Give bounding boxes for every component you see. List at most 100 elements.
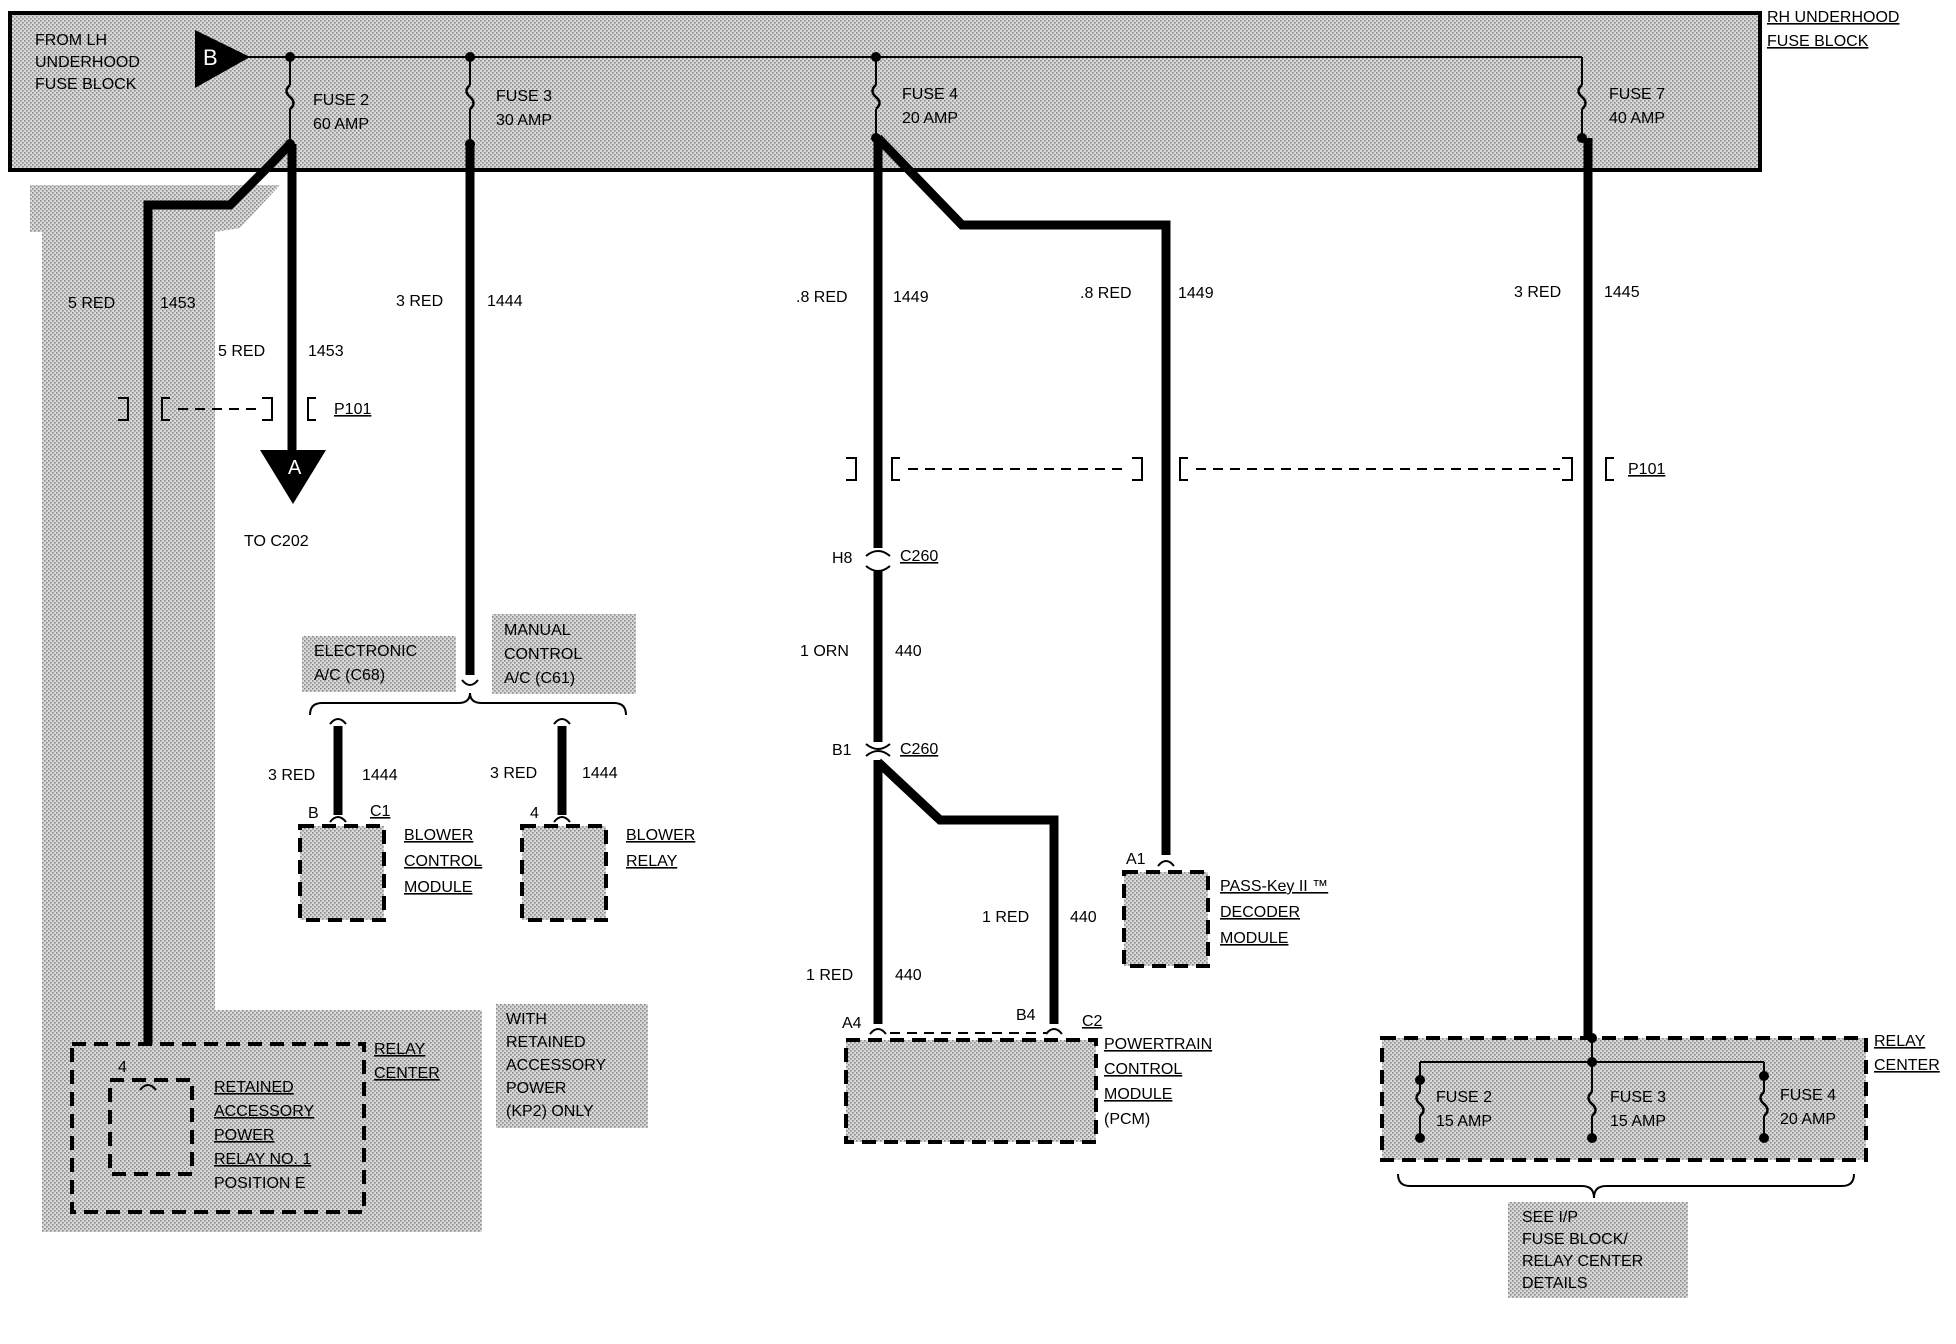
relay-center-right-line2: CENTER [1874,1057,1940,1074]
blower-split-brace [309,692,627,716]
fuse-3-symbol [465,84,475,110]
fuse-2-name: FUSE 2 [313,92,369,109]
blower-relay-line1: BLOWER [626,827,695,844]
blower-control-module-box [298,824,386,922]
pcm-line3: MODULE [1104,1086,1172,1103]
rc-fuse-3-name: FUSE 3 [1610,1089,1666,1106]
pin-4-rap-label: 4 [118,1059,127,1076]
h8-label: H8 [832,550,853,567]
rc-fuse-4-symbol [1759,1091,1769,1117]
pin-4-relay-label: 4 [530,805,539,822]
from-block-line2: UNDERHOOD [35,54,140,71]
pcm-line4: (PCM) [1104,1111,1150,1128]
fuse-7-rating: 40 AMP [1609,110,1665,127]
option-with-rap: WITH RETAINED ACCESSORY POWER (KP2) ONLY [496,1004,648,1128]
wire-1445-circuit: 1445 [1604,284,1640,301]
rc-fuse-2-symbol [1415,1091,1425,1117]
rc-fuse-3-rating: 15 AMP [1610,1113,1666,1130]
rh-block-title-line2: FUSE BLOCK [1767,33,1869,50]
rap-relay-box [108,1078,194,1176]
wire-1444-relay-gauge: 3 RED [490,765,537,782]
fuse-4-symbol [871,84,881,110]
manual-line1: MANUAL [504,622,571,639]
a1-label: A1 [1126,851,1146,868]
b4-label: B4 [1016,1007,1036,1024]
see-details-line4: DETAILS [1522,1275,1588,1292]
wire-1444-relay-circuit: 1444 [582,765,618,782]
wire-1453-c202-circuit: 1453 [308,343,344,360]
see-details-brace [1397,1173,1855,1199]
pcm-line2: CONTROL [1104,1061,1182,1078]
fuse-block-bus: B FROM LH UNDERHOOD FUSE BLOCK RH UNDERH… [35,9,1899,149]
fuse-7-name: FUSE 7 [1609,86,1665,103]
p101-left-label: P101 [334,401,371,418]
manual-line3: A/C (C61) [504,670,575,687]
fuse-3-name: FUSE 3 [496,88,552,105]
with-rap-line5: (KP2) ONLY [506,1103,594,1120]
wire-1444-gauge: 3 RED [396,293,443,310]
a4-label: A4 [842,1015,862,1032]
rc-fuse-4-name: FUSE 4 [1780,1087,1836,1104]
rc-fuse-2-name: FUSE 2 [1436,1089,1492,1106]
electronic-line2: A/C (C68) [314,667,385,684]
pcm-component: A4 B4 C2 POWERTRAIN CONTROL MODULE (PCM) [842,1007,1212,1144]
wire-1453-c202-gauge: 5 RED [218,343,265,360]
wire-1449-passkey: .8 RED 1449 [874,134,1214,855]
with-rap-line1: WITH [506,1011,547,1028]
wire-1449-main: .8 RED 1449 [796,138,929,548]
wire-440-b4-gauge: 1 RED [982,909,1029,926]
wire-1453-relay-gauge: 5 RED [68,295,115,312]
wire-440-a4-gauge: 1 RED [806,967,853,984]
wire-1449-passkey-circuit: 1449 [1178,285,1214,302]
pass-key-line2: DECODER [1220,904,1300,921]
option-manual-ac: MANUAL CONTROL A/C (C61) [492,614,636,694]
electronic-line1: ELECTRONIC [314,643,417,660]
wire-1453-relay: 5 RED 1453 [68,140,294,1050]
wire-1444: 3 RED 1444 [396,144,523,686]
fuse-4-name: FUSE 4 [902,86,958,103]
wire-440-a4-circuit: 440 [895,967,922,984]
wire-440-b4-circuit: 440 [1070,909,1097,926]
with-rap-line3: ACCESSORY [506,1057,607,1074]
see-details-line2: FUSE BLOCK/ [1522,1231,1628,1248]
pass-key-line1: PASS-Key II ™ [1220,878,1328,895]
wire-440-b4: 1 RED 440 [874,758,1097,1024]
pcm-box [844,1038,1098,1144]
c260-connector: H8 C260 1 ORN 440 B1 C260 [800,548,938,759]
blower-relay-branch: 3 RED 1444 4 BLOWER RELAY [490,718,695,922]
terminal-a-label: A [288,457,302,479]
see-details-line3: RELAY CENTER [1522,1253,1643,1270]
rh-block-title-line1: RH UNDERHOOD [1767,9,1899,26]
pass-key-box [1122,870,1210,968]
fuse-7-symbol [1577,84,1587,110]
wire-1444-circuit: 1444 [487,293,523,310]
wire-1449-passkey-gauge: .8 RED [1080,285,1132,302]
fuse-4-rating: 20 AMP [902,110,958,127]
p101-right-label: P101 [1628,461,1665,478]
wire-1449-main-circuit: 1449 [893,289,929,306]
wire-440-a4: 1 RED 440 [806,760,922,1024]
pcm-line1: POWERTRAIN [1104,1036,1212,1053]
wire-1445: 3 RED 1445 [1514,138,1640,1038]
relay-center-right-box [1380,1036,1868,1162]
relay-center-right-line1: RELAY [1874,1033,1926,1050]
bcm-line3: MODULE [404,879,472,896]
rc-fuse-3-symbol [1587,1091,1597,1117]
rap-line1: RETAINED [214,1079,294,1096]
blower-relay-box [520,824,608,922]
relay-center-left-line1: RELAY [374,1041,426,1058]
wire-1444-bcm-circuit: 1444 [362,767,398,784]
wire-440-orn-gauge: 1 ORN [800,643,849,660]
p101-right-connector: P101 [846,457,1665,481]
wire-1444-bcm-gauge: 3 RED [268,767,315,784]
to-c202-label: TO C202 [244,533,309,550]
see-details-note: SEE I/P FUSE BLOCK/ RELAY CENTER DETAILS [1508,1202,1688,1298]
rap-line5: POSITION E [214,1175,306,1192]
fuse-2-rating: 60 AMP [313,116,369,133]
c260-bottom-label: C260 [900,741,938,758]
from-block-line1: FROM LH [35,32,107,49]
bcm-line1: BLOWER [404,827,473,844]
pass-key-line3: MODULE [1220,930,1288,947]
option-electronic-ac: ELECTRONIC A/C (C68) [302,636,456,692]
